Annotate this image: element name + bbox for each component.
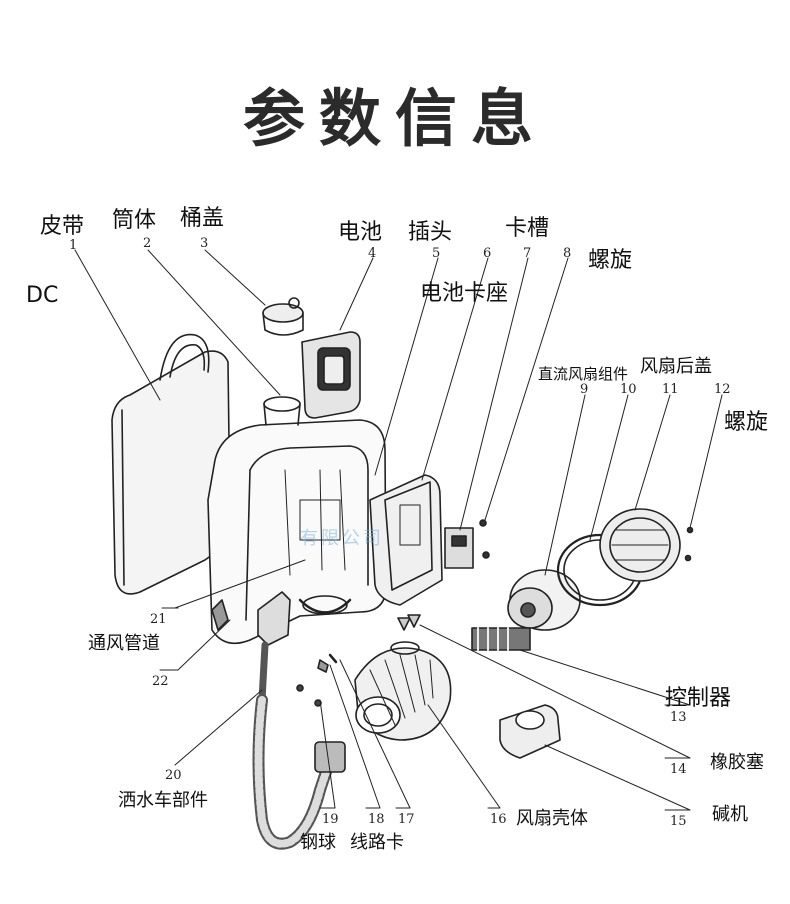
label-rubber-plug: 橡胶塞 [710,752,764,773]
label-ball: 钢球 [300,832,336,853]
battery-seat-part [369,474,443,606]
label-fan-cover: 风扇后盖 [640,356,712,377]
base-part [499,704,561,759]
label-dc: DC [26,283,59,308]
controller-part [471,627,531,651]
belt-bag-part [111,333,231,595]
label-lid: 桶盖 [180,206,225,231]
part-number: 10 [620,382,637,397]
part-number: 18 [368,812,385,827]
label-barrel: 筒体 [112,208,157,233]
label-wire-clip: 线路卡 [350,832,404,853]
label-dc-fan: 直流风扇组件 [538,365,629,383]
label-battery: 电池 [338,220,383,245]
part-number: 2 [143,236,152,251]
part-number: 15 [670,814,687,829]
part-number: 16 [490,812,507,827]
label-sprinkler: 洒水车部件 [118,790,208,811]
lid-part [262,297,304,336]
part-number: 6 [483,246,492,261]
fan-shell-part [354,641,452,741]
label-screw-a: 螺旋 [588,248,633,273]
fan-rear-cover-part [599,508,681,582]
battery-part [301,331,361,419]
part-number: 3 [200,236,209,251]
part-number: 7 [523,246,532,261]
page-title: 参数信息 [242,82,547,155]
part-number: 1 [69,238,78,253]
part-number: 13 [670,710,687,725]
part-number: 17 [398,812,415,827]
label-belt: 皮带 [40,214,85,239]
label-battery-seat: 电池卡座 [420,281,509,306]
part-number: 12 [714,382,731,397]
label-duct: 通风管道 [88,633,160,654]
dc-fan-part [507,569,581,631]
part-number: 22 [152,674,169,689]
barrel-body-part [207,396,387,645]
part-number: 11 [662,382,679,397]
slot-part [444,527,474,569]
part-number: 21 [150,612,167,627]
label-controller: 控制器 [665,686,732,711]
part-number: 5 [432,246,441,261]
label-fan-shell: 风扇壳体 [516,808,588,829]
watermark: 有限公司 [300,528,384,549]
part-number: 8 [563,246,572,261]
label-slot: 卡槽 [505,216,550,241]
sprinkler-part [252,591,346,850]
label-screw-b: 螺旋 [724,410,769,435]
leader-lines [74,249,723,811]
part-number: 4 [368,246,377,261]
part-number: 19 [322,812,339,827]
part-number: 14 [670,762,687,777]
part-number: 9 [580,382,589,397]
part-number: 20 [165,768,182,783]
label-plug: 插头 [408,220,453,245]
label-base: 碱机 [712,804,748,825]
